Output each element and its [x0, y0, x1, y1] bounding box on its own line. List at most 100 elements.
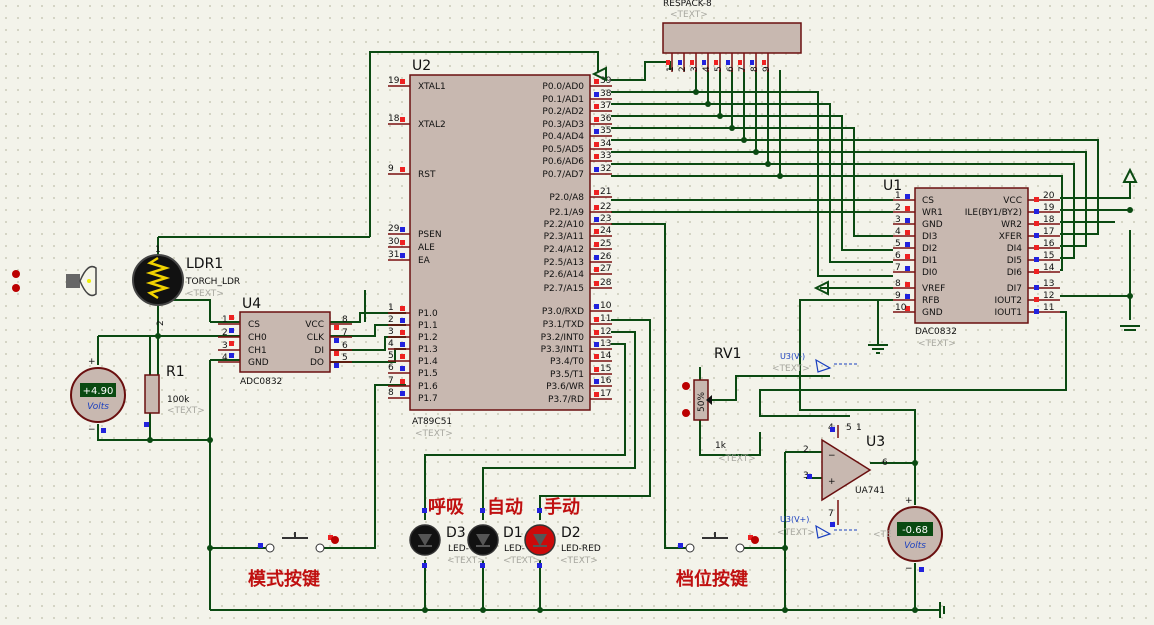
u2-pin-marker [594, 79, 599, 84]
vref-arrow-icon [813, 280, 829, 296]
junction-dot [729, 125, 735, 131]
voltmeter-right-text: <TE [873, 530, 892, 540]
u2-left-pin-label: P1.7 [418, 394, 438, 404]
u2-left-pin-label: P1.4 [418, 357, 438, 367]
power-symbols [591, 66, 1140, 618]
u2-pin-marker [400, 117, 405, 122]
u2-pin-marker [594, 117, 599, 122]
u4-pin-marker [229, 341, 234, 346]
probe-plus-arrow [815, 524, 832, 539]
u1-pin-marker [1034, 297, 1039, 302]
respack-pin-marker [762, 60, 766, 65]
led-d2-part: LED-RED [561, 544, 601, 554]
rv1-value: 1k [715, 441, 727, 451]
u2-pin-marker [400, 379, 405, 384]
u1-pin-marker [905, 266, 910, 271]
u2-left-pin-label: P1.5 [418, 369, 438, 379]
u1-left-pin-label: DI2 [922, 244, 937, 254]
junction-dot [1127, 293, 1133, 299]
u2-right-pin-label: P0.6/AD6 [542, 157, 584, 167]
u2-right-pin-label: P3.2/INT0 [541, 333, 585, 343]
respack-pin-marker [738, 60, 742, 65]
voltmeter-left-value: +4.90 [83, 386, 114, 397]
u1-right-pin-number: 17 [1043, 227, 1054, 237]
led-d3-ref: D3 [446, 525, 466, 541]
junction-dot [480, 607, 486, 613]
u1-left-pin-label: CS [922, 196, 934, 206]
respack-ref: RESPACK-8 [663, 0, 712, 9]
u2-right-pin-number: 21 [600, 187, 611, 197]
u1-right-pin-label: DI5 [1007, 256, 1022, 266]
u2-left-pin-number: 4 [388, 339, 394, 349]
mode-button-contact [315, 543, 325, 553]
level-button [678, 532, 759, 553]
u4-pin-marker [334, 325, 339, 330]
u1-pin-marker [905, 206, 910, 211]
junction-dot [147, 437, 153, 443]
u2-pin-marker [594, 317, 599, 322]
respack-pin-marker [726, 60, 730, 65]
u1-pin-marker [1034, 257, 1039, 262]
u2-right-pin-number: 11 [600, 314, 611, 324]
u4-pin-marker [229, 353, 234, 358]
u2-body [409, 74, 591, 411]
junction-dot [705, 101, 711, 107]
u2-pin-marker [594, 217, 599, 222]
u2-left-pin-label: P1.1 [418, 321, 438, 331]
respack-text: <TEXT> [670, 10, 708, 20]
ground-icon [939, 602, 945, 618]
respack-pin-number: 9 [762, 66, 772, 72]
led-d3-marker [422, 563, 427, 568]
u2-ref: U2 [412, 58, 431, 74]
u2-left-pin-label: P1.3 [418, 345, 438, 355]
u2-left-pin-label: XTAL2 [418, 120, 446, 130]
u2-pin-marker [594, 330, 599, 335]
speaker [12, 265, 97, 297]
u2-right-pin-label: P2.7/A15 [544, 284, 584, 294]
u2-left-pin-label: XTAL1 [418, 82, 446, 92]
junction-dot [537, 607, 543, 613]
u2-at89c51: U2AT89C51<TEXT>19XTAL118XTAL29RST29PSEN3… [388, 58, 612, 439]
led-d2-triangle [533, 534, 547, 546]
u1-left-pin-number: 1 [895, 191, 901, 201]
u2-right-pin-number: 16 [600, 376, 612, 386]
u2-text: <TEXT> [415, 429, 453, 439]
u4-left-pin-number: 2 [222, 328, 228, 338]
u2-right-pin-number: 23 [600, 214, 611, 224]
respack-pin-number: 1 [666, 66, 676, 72]
u2-left-pin-number: 2 [388, 315, 394, 325]
u4-right-pin-number: 5 [342, 353, 348, 363]
ldr-pin2: 2 [156, 320, 166, 326]
u1-left-pin-number: 9 [895, 291, 901, 301]
u2-right-pin-label: P2.5/A13 [544, 258, 584, 268]
u2-left-pin-number: 19 [388, 76, 400, 86]
respack-pin-number: 4 [702, 66, 712, 72]
u2-right-pin-label: P3.0/RXD [542, 307, 584, 317]
u1-right-pin-number: 14 [1043, 263, 1055, 273]
rv1-wiper [706, 395, 712, 405]
u1-left-pin-label: DI1 [922, 256, 937, 266]
u2-pin-marker [594, 154, 599, 159]
u4-body [239, 311, 331, 373]
u1-pin-marker [905, 254, 910, 259]
mode-button-marker [328, 535, 333, 540]
u2-pin-marker [400, 342, 405, 347]
ldr-element [145, 256, 171, 300]
u1-left-pin-number: 10 [895, 303, 907, 313]
u4-right-pin-label: DO [310, 358, 324, 368]
u2-right-pin-label: P3.6/WR [546, 382, 584, 392]
u1-pin-marker [905, 242, 910, 247]
junction-dot [693, 89, 699, 95]
u2-right-pin-label: P3.3/INT1 [541, 345, 584, 355]
r1-ref: R1 [166, 364, 185, 380]
respack-pin-marker [678, 60, 682, 65]
u2-left-pin-number: 8 [388, 388, 394, 398]
u1-pin-marker [905, 230, 910, 235]
u2-right-pin-label: P0.7/AD7 [542, 170, 584, 180]
led-d3-triangle [418, 534, 432, 546]
u2-right-pin-label: P0.0/AD0 [542, 82, 584, 92]
u3-pin-number: 6 [882, 458, 888, 468]
